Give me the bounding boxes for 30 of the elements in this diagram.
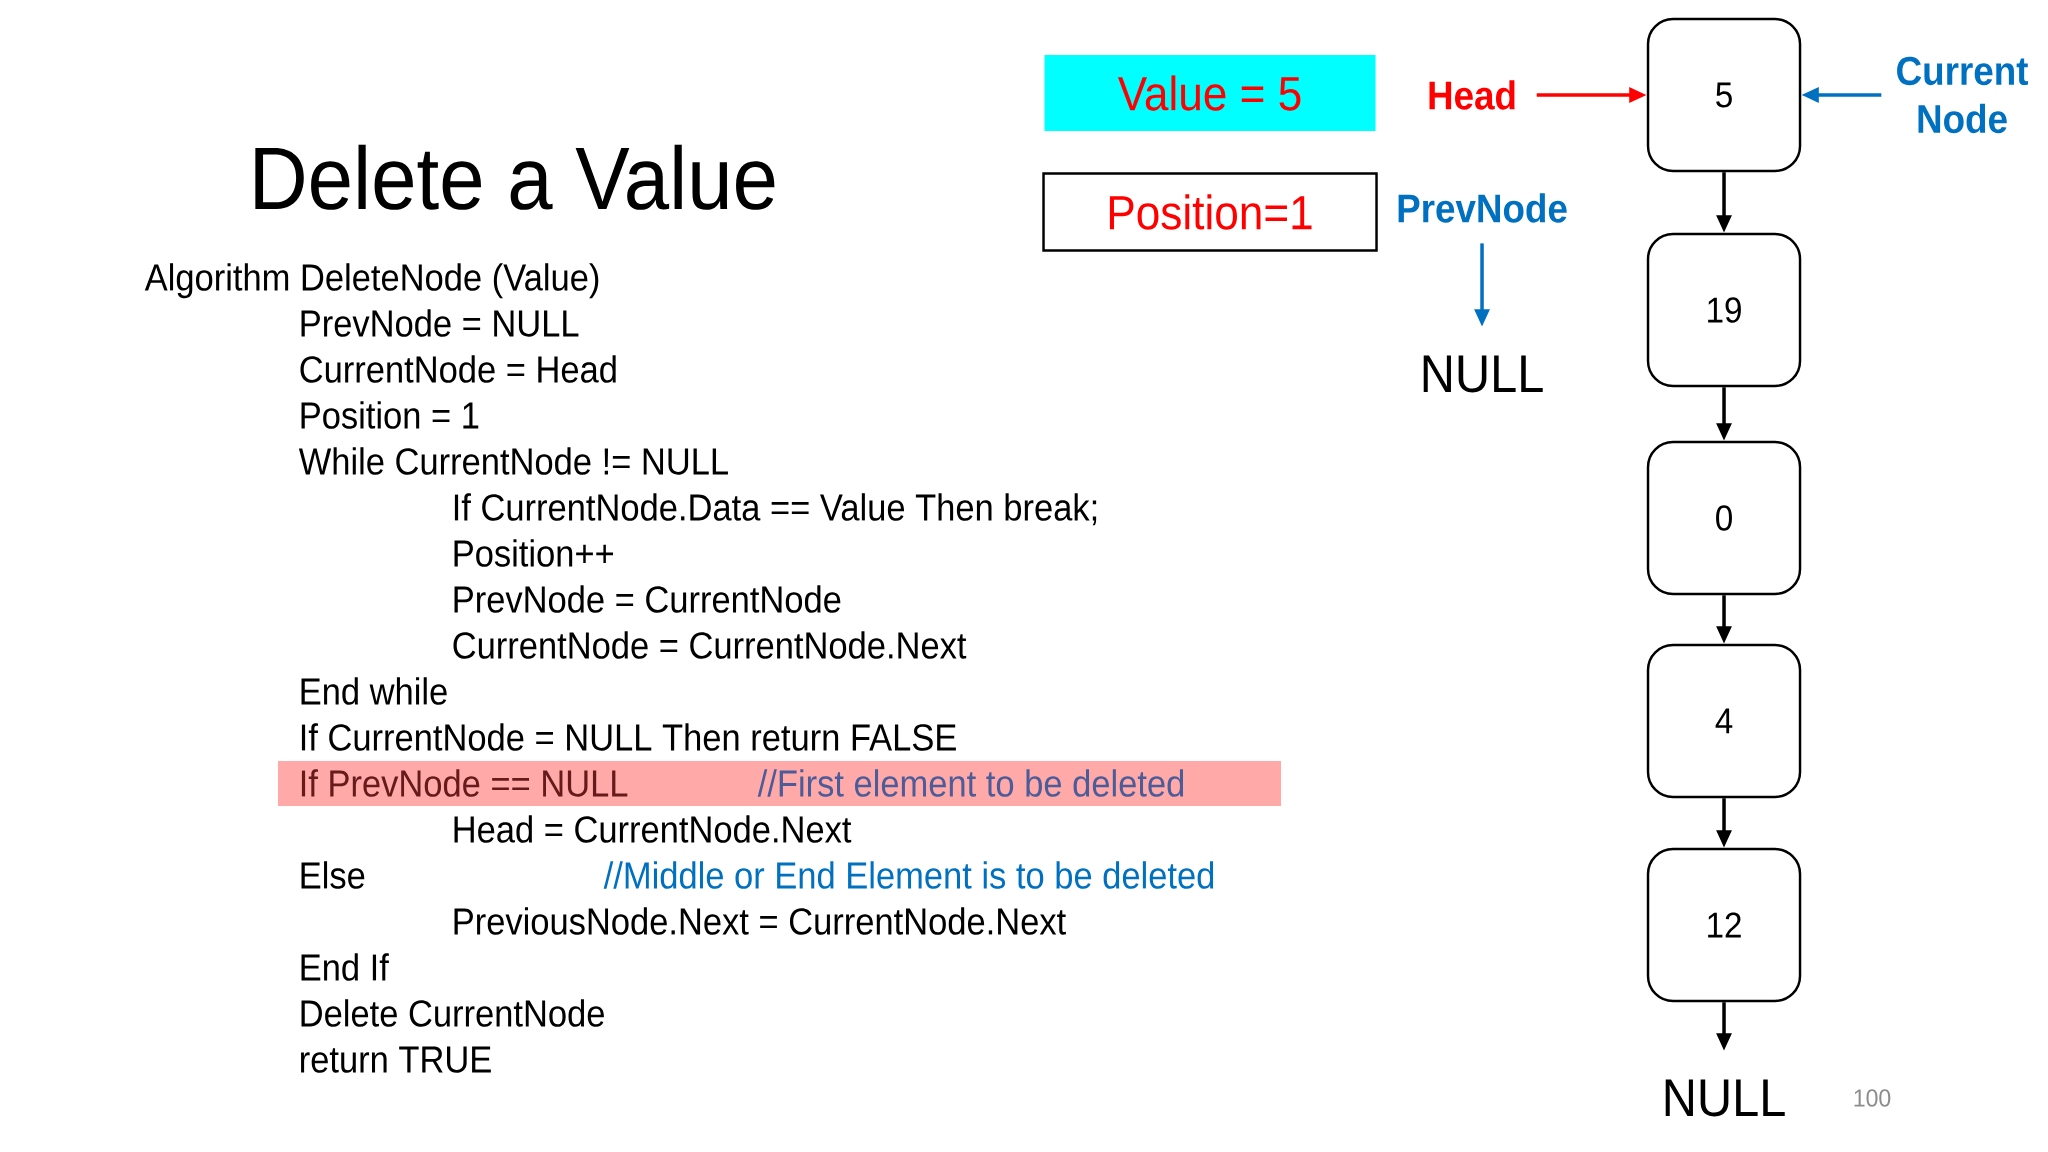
code-comment: //Middle or End Element is to be deleted xyxy=(603,861,1214,889)
code-line: CurrentNode = Head xyxy=(300,355,616,383)
code-line: Algorithm DeleteNode (Value) xyxy=(144,263,599,299)
code-line: If CurrentNode.Data == Value Then break; xyxy=(454,493,1097,526)
code-line: Position = 1 xyxy=(301,401,479,429)
pointer-label: PrevNode xyxy=(1398,193,1567,223)
code-line: PrevNode = CurrentNode xyxy=(454,585,841,613)
code-line: Else xyxy=(301,861,365,889)
code-line: Delete CurrentNode xyxy=(301,999,604,1027)
null-label: NULL xyxy=(1423,355,1543,393)
code-line: End while xyxy=(301,677,447,705)
code-line: PrevNode = NULL xyxy=(301,309,579,337)
code-line: Position++ xyxy=(454,539,614,567)
pointer-label: Head xyxy=(1429,80,1515,110)
value-box: Value = 5 xyxy=(1044,55,1376,131)
list-node-box: 4 xyxy=(1646,643,1802,799)
code-line: While CurrentNode != NULL xyxy=(298,447,728,475)
null-label: NULL xyxy=(1665,1079,1785,1117)
pointer-label: Current Node xyxy=(1897,56,2028,134)
code-line: return TRUE xyxy=(301,1046,491,1073)
list-node-box: 12 xyxy=(1646,847,1802,1003)
position-box: Position=1 xyxy=(1042,172,1378,252)
list-node-box: 19 xyxy=(1646,232,1802,388)
code-line: PreviousNode.Next = CurrentNode.Next xyxy=(454,907,1066,935)
code-line: CurrentNode = CurrentNode.Next xyxy=(453,631,967,659)
code-line: End If xyxy=(301,953,389,981)
slide-title: Delete a Value xyxy=(255,144,775,210)
list-node-box: 0 xyxy=(1646,440,1802,596)
list-node-box: 5 xyxy=(1646,17,1802,173)
page-number: 100 xyxy=(1854,1089,1891,1107)
